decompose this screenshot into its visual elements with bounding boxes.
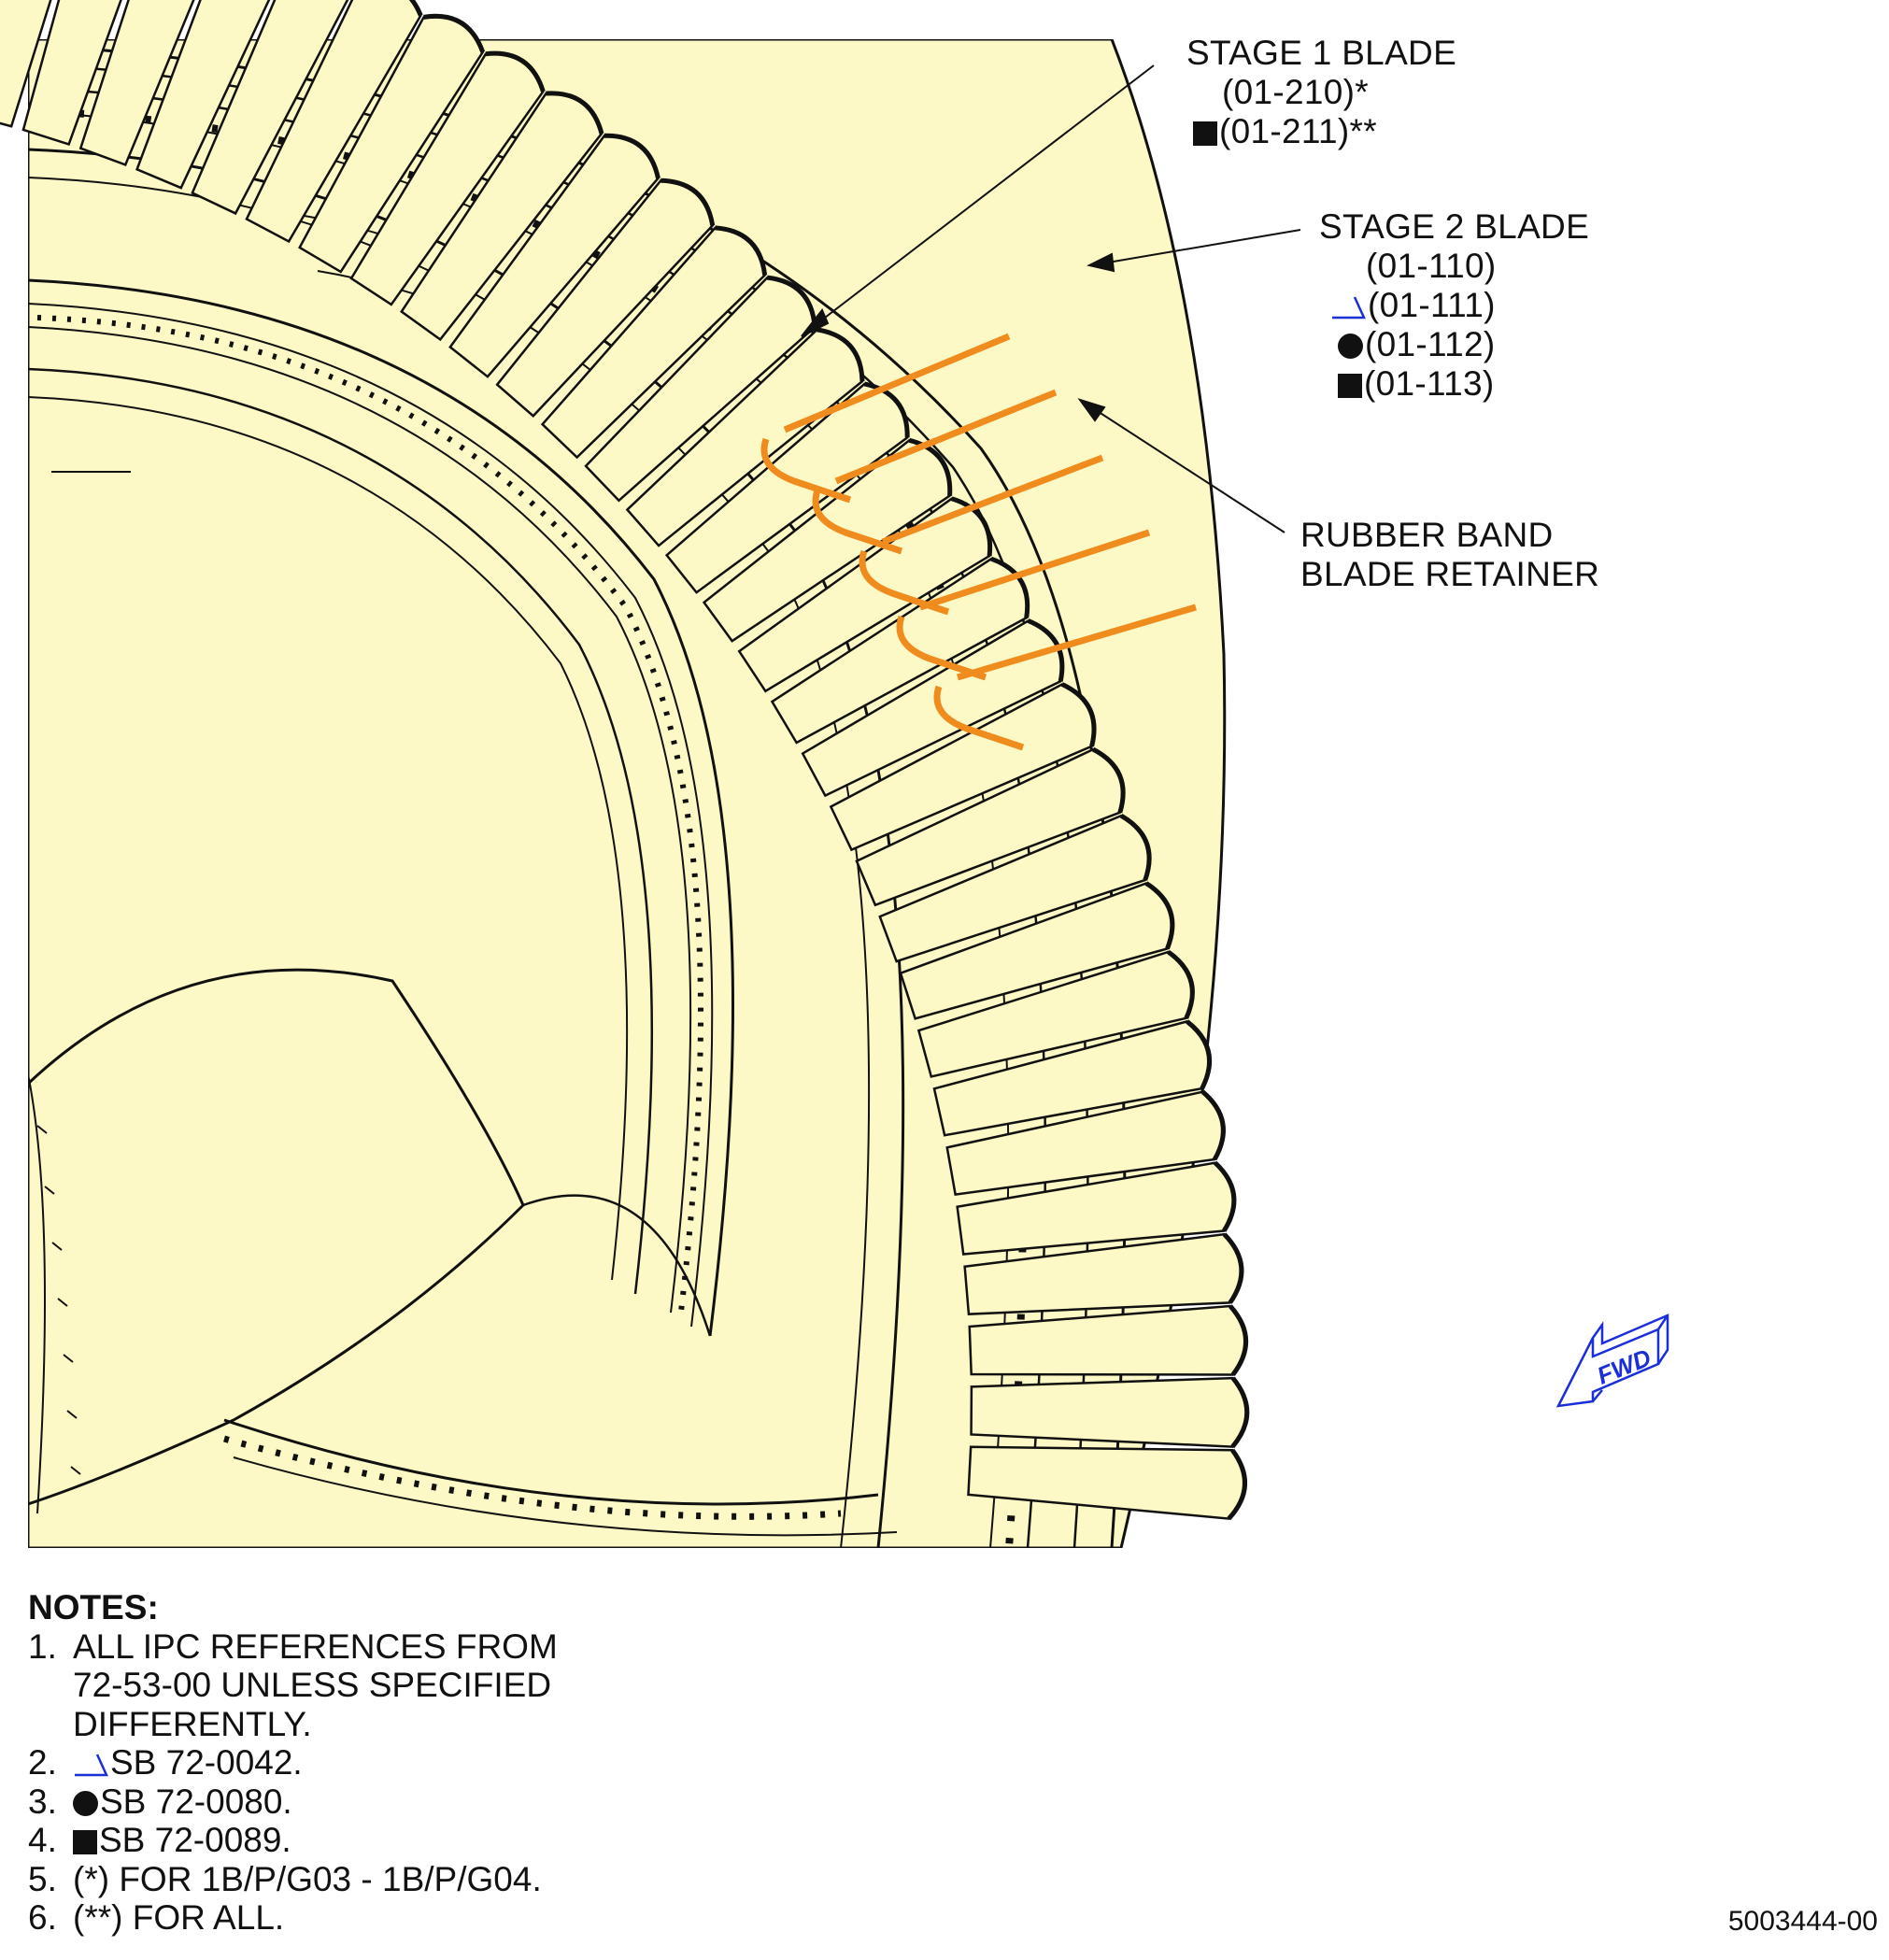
stage2-title: STAGE 2 BLADE (1319, 207, 1590, 246)
note-3: 3.SB 72-0080. (28, 1782, 292, 1821)
blade (970, 1376, 1249, 1448)
rubber-band (760, 333, 1011, 504)
blade-tip (546, 91, 604, 135)
retainer-line-1: RUBBER BAND (1300, 516, 1554, 554)
blade-tip (817, 327, 865, 382)
retainer-leader (1092, 407, 1285, 533)
fwd-arrow-icon (1555, 1314, 1669, 1408)
square-symbol-icon (1338, 374, 1362, 398)
blade-tip (766, 275, 817, 328)
blade-tip (1213, 1160, 1237, 1232)
note-6: 6.(**) FOR ALL. (28, 1898, 285, 1937)
retainer-callout: RUBBER BAND BLADE RETAINER (1300, 516, 1599, 594)
blade-tip (863, 381, 910, 438)
square-symbol-icon (1193, 121, 1217, 146)
note-5: 5.(*) FOR 1B/P/G03 - 1B/P/G04. (28, 1859, 542, 1898)
blade-tip (1060, 682, 1097, 747)
hub-slots (36, 1125, 81, 1475)
blade-tip (423, 13, 486, 53)
rubber-band (896, 529, 1151, 681)
blade-row (0, 0, 1250, 1521)
notes-block: NOTES: 1.ALL IPC REFERENCES FROM 72-53-0… (28, 1588, 558, 1937)
rubber-band (859, 454, 1104, 616)
figure-number: 5003444-00 (1727, 1906, 1878, 1937)
square-symbol-icon (73, 1830, 97, 1854)
rubber-band-retainers (760, 333, 1197, 751)
stage1-title: STAGE 1 BLADE (1186, 34, 1457, 72)
blade-tip (1027, 618, 1065, 682)
notes-heading: NOTES: (28, 1588, 159, 1626)
stage2-ref-4: (01-113) (1364, 364, 1495, 403)
blade-tip (1227, 1448, 1247, 1521)
blade-tip (660, 178, 716, 226)
blade-tip (604, 133, 660, 179)
sb-triangle-icon (1332, 296, 1366, 320)
blade-tip (485, 50, 546, 92)
circle-symbol-icon (1338, 334, 1363, 359)
blade (21, 0, 122, 146)
note-2: 2.SB 72-0042. (28, 1743, 303, 1782)
stage2-callout: STAGE 2 BLADE (01-110) (01-111) (01-112)… (1319, 207, 1589, 404)
blade-tip (1200, 1089, 1226, 1161)
shaft-hub (28, 968, 525, 1506)
rubber-band (812, 389, 1058, 555)
blade-tip (408, 0, 423, 17)
sb-triangle-icon (75, 1754, 108, 1777)
blade-tip (950, 496, 993, 557)
stage1-callout: STAGE 1 BLADE (01-210)* (01-211)** (1186, 34, 1456, 151)
blade (135, 0, 271, 190)
blade (191, 0, 349, 216)
blade-tip (1229, 1304, 1249, 1376)
blade-tip (1222, 1232, 1244, 1304)
rubber-band (933, 604, 1197, 751)
note-4: 4.SB 72-0089. (28, 1821, 291, 1859)
fwd-label: FWD (1593, 1343, 1655, 1390)
blade-tip (1091, 746, 1126, 814)
stage2-ref-3: (01-112) (1365, 325, 1496, 363)
blade-tip (1119, 813, 1152, 881)
note-1: 1.ALL IPC REFERENCES FROM (28, 1626, 558, 1666)
stage2-ref-2: (01-111) (1368, 286, 1496, 324)
stage1-ref-2: (01-211)** (1219, 112, 1377, 150)
stage1-leader (812, 64, 1155, 328)
blade-tip (1230, 1376, 1250, 1449)
inner-ring-2 (28, 278, 734, 1337)
blade (78, 0, 195, 166)
blade-tip (1144, 881, 1175, 950)
blade-tip (990, 556, 1030, 618)
circle-symbol-icon (73, 1790, 98, 1816)
blade-tip (908, 437, 953, 496)
blade-tip (715, 225, 768, 276)
stage1-ref-1: (01-210)* (1222, 73, 1369, 111)
blade (0, 0, 52, 128)
retainer-line-2: BLADE RETAINER (1300, 555, 1600, 593)
blade-tip (1186, 1019, 1213, 1090)
blade-tip (1167, 949, 1195, 1019)
stage2-ref-1: (01-110) (1366, 247, 1497, 285)
stage2-leader (1101, 229, 1301, 264)
